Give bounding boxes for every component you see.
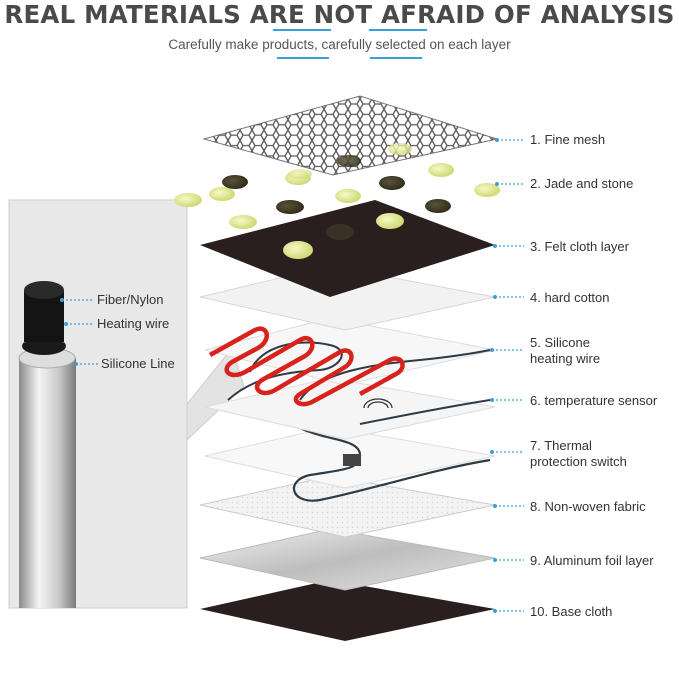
layer-label-fine-mesh: 1. Fine mesh: [530, 132, 606, 147]
jade-stone: [376, 213, 404, 229]
temperature-sensor-icon: [363, 398, 393, 409]
cable-leader-lines: [62, 299, 98, 365]
layer-label-temperature-sensor: 6. temperature sensor: [530, 393, 658, 408]
layer-fine-mesh: [204, 96, 497, 175]
layer-label-protection-switch: protection switch: [530, 454, 627, 469]
layer-label-heating-wire: heating wire: [530, 351, 601, 366]
layer-label-hard-cotton: 4. hard cotton: [530, 290, 610, 305]
callout-silicone-line: Silicone Line: [101, 356, 175, 371]
cable-closeup-panel: [8, 199, 245, 609]
thermal-protection-switch: [343, 454, 361, 466]
title-underline-accent: [369, 29, 427, 31]
silicone-line-cable: [19, 358, 76, 608]
layer-label-base-cloth: 10. Base cloth: [530, 604, 613, 619]
silicone-heating-wire: [208, 326, 405, 407]
subtitle-underline-accent: [277, 57, 329, 59]
layer-label-aluminum-foil: 9. Aluminum foil layer: [530, 553, 654, 568]
page-subtitle: Carefully make products, carefully selec…: [168, 37, 511, 52]
layer-sensor-base: [204, 377, 496, 440]
layer-felt-cloth: [200, 200, 495, 297]
layer-label-non-woven: 8. Non-woven fabric: [530, 499, 646, 514]
temperature-sensor-wire: [359, 399, 491, 425]
layer-aluminum-foil: [199, 528, 496, 591]
callout-heating-wire: Heating wire: [97, 316, 170, 331]
layer-label-jade-stone: 2. Jade and stone: [530, 176, 634, 191]
leader-lines: [492, 139, 524, 612]
layer-label-felt-cloth: 3. Felt cloth layer: [530, 239, 629, 254]
subtitle-underline-accent: [370, 57, 422, 59]
callout-fiber-nylon: Fiber/Nylon: [97, 292, 164, 307]
title-underline-accent: [273, 29, 331, 31]
jade-stone: [283, 241, 313, 259]
stone: [326, 224, 354, 240]
layer-label-silicone: 5. Silicone: [530, 335, 590, 350]
page-title: REAL MATERIALS ARE NOT AFRAID OF ANALYSI…: [4, 0, 675, 29]
leader-dots: [490, 138, 499, 613]
layer-label-thermal: 7. Thermal: [530, 438, 592, 453]
layer-base-cloth: [200, 580, 495, 641]
